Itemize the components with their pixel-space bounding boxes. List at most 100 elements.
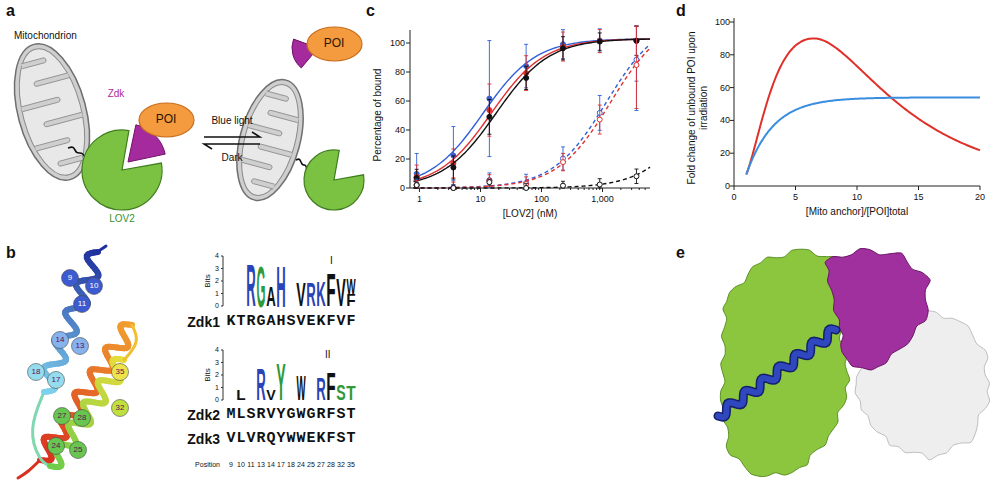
helix-structure (44, 388, 48, 395)
fold-change-chart (918, 186, 919, 190)
residue-sphere (48, 372, 65, 389)
mitochondrion (225, 72, 315, 207)
panel-letter: d (676, 2, 686, 20)
binding-chart (406, 188, 410, 189)
condition-label: Blue light (211, 115, 252, 127)
node-label: POI (156, 113, 177, 127)
logo-letter: R (256, 362, 265, 407)
position-number: 27 (317, 461, 325, 469)
fold-change-chart (746, 38, 980, 174)
binding-chart (451, 156, 455, 179)
binding-chart (597, 182, 602, 187)
logo-letter: S (336, 381, 345, 403)
binding-chart (645, 188, 646, 190)
tick-label: 10 (475, 194, 485, 204)
binding-chart (487, 41, 491, 157)
logo-label: II (325, 349, 331, 361)
binding-chart (414, 183, 419, 188)
mitochondrion (241, 157, 273, 170)
binding-chart (414, 39, 650, 180)
binding-chart (602, 188, 603, 192)
mitochondrion (33, 73, 69, 87)
position-number: 10 (237, 461, 245, 469)
position-number: 18 (287, 461, 295, 469)
position-number: 24 (297, 461, 305, 469)
binding-chart (561, 147, 565, 170)
residue-number: 10 (90, 281, 99, 290)
binding-chart (451, 186, 456, 191)
binding-chart (639, 188, 640, 190)
logo-letter: F (326, 267, 335, 313)
binding-chart (561, 153, 565, 170)
binding-chart (524, 66, 528, 89)
binding-chart (419, 188, 420, 192)
sequence: KTRGAHSVEKFVF (227, 313, 357, 330)
tick-label: 10 (852, 192, 862, 202)
residue-number: 32 (116, 403, 125, 412)
binding-chart (406, 159, 410, 160)
binding-chart (561, 181, 565, 188)
mitochondrion (57, 155, 83, 166)
residue-sphere (74, 296, 91, 313)
tick-label: 100 (715, 17, 730, 27)
binding-chart (415, 169, 419, 186)
binding-chart (509, 188, 510, 190)
position-number: 35 (347, 461, 355, 469)
tether (68, 147, 85, 157)
binding-chart (414, 44, 650, 187)
binding-chart (532, 188, 533, 190)
axis-title: Bits (203, 274, 212, 287)
position-number: 11 (247, 461, 254, 469)
protein-ellipse: POI (138, 102, 195, 138)
panel-letter: a (6, 2, 15, 20)
logo-letter: L (236, 387, 245, 402)
tick-label: 4 (215, 252, 219, 260)
variant-name: Zdk2 (187, 407, 220, 423)
binding-chart (466, 188, 467, 190)
binding-chart (414, 39, 650, 182)
logo-letter: T (346, 383, 355, 404)
binding-chart (451, 165, 456, 170)
residue-sphere (112, 364, 129, 381)
binding-chart (561, 37, 565, 60)
binding-chart (524, 75, 529, 80)
position-number: 17 (277, 461, 285, 469)
binding-chart (560, 183, 565, 188)
logo-axis (221, 387, 223, 388)
tick-label: 40 (720, 115, 730, 125)
sequence: VLVRQYWWEKFST (227, 430, 357, 447)
binding-chart (406, 43, 410, 44)
binding-chart (415, 165, 419, 188)
tick-label: 0 (725, 181, 730, 191)
binding-chart (620, 188, 621, 190)
mitochondrion (251, 178, 275, 189)
binding-chart (559, 188, 560, 190)
binding-chart (451, 186, 456, 191)
helix-structure (18, 246, 136, 478)
part-name: Mitochondrion (14, 30, 77, 42)
tick-label: 80 (720, 50, 730, 60)
binding-chart (634, 174, 639, 179)
residue-number: 18 (32, 367, 41, 376)
binding-chart (410, 30, 650, 188)
tick-label: 3 (215, 264, 219, 272)
residue-sphere (70, 442, 87, 459)
fold-change-chart (734, 18, 980, 186)
binding-chart (634, 26, 638, 109)
residue-number: 35 (116, 367, 125, 376)
fold-change-chart (730, 22, 734, 23)
logo-axis (221, 350, 223, 351)
residue-sphere (86, 278, 103, 295)
mitochondrion (265, 91, 289, 102)
residue-sphere (54, 408, 71, 425)
condition-label: Dark (221, 152, 242, 164)
binding-chart (406, 72, 410, 73)
binding-chart (584, 188, 585, 190)
residue-sphere (112, 400, 129, 417)
tick-label: 60 (395, 96, 405, 106)
binding-chart (415, 179, 419, 188)
binding-chart (598, 29, 602, 52)
binding-chart (487, 99, 491, 134)
binding-chart (593, 188, 594, 190)
